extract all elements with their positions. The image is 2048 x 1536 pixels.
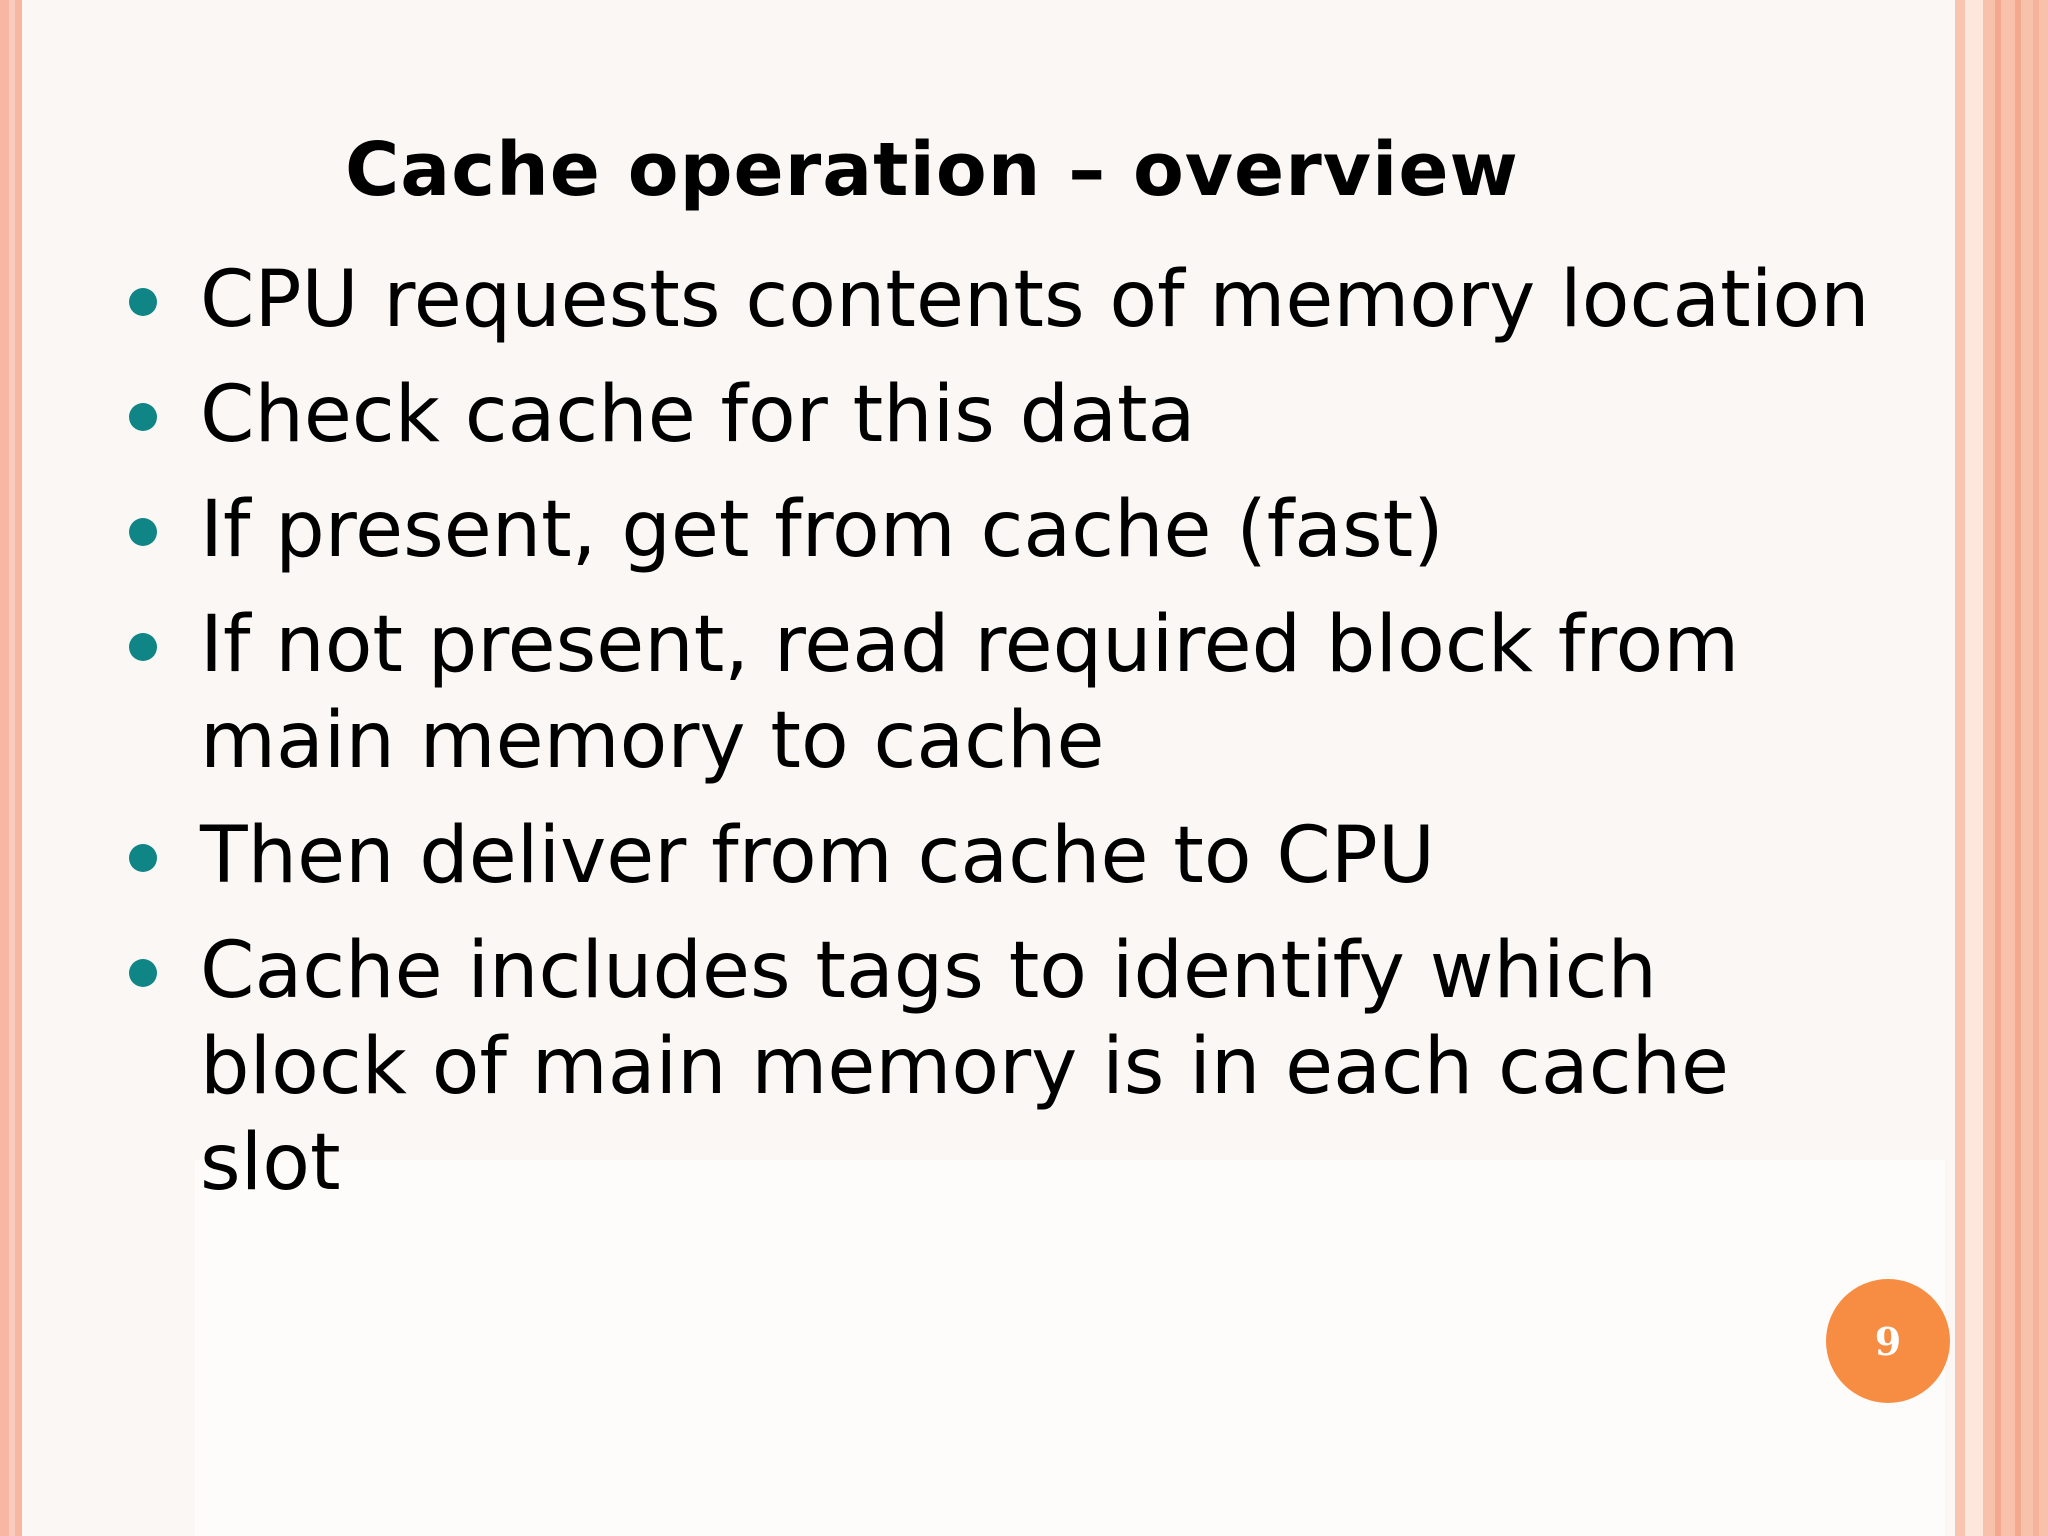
bullet-text: Cache includes tags to identify which bl… bbox=[200, 926, 1729, 1208]
right-border-stripe bbox=[1965, 0, 1983, 1536]
bullet-list: CPU requests contents of memory location… bbox=[125, 252, 1955, 1230]
bullet-item: CPU requests contents of memory location bbox=[125, 252, 1955, 348]
right-border-stripe bbox=[1955, 0, 1965, 1536]
left-border-inner-stripe bbox=[9, 0, 15, 1536]
bullet-text: Then deliver from cache to CPU bbox=[200, 811, 1435, 901]
bullet-text: CPU requests contents of memory location bbox=[200, 255, 1870, 345]
bullet-text: Check cache for this data bbox=[200, 370, 1196, 460]
page-number-badge: 9 bbox=[1826, 1279, 1950, 1403]
page-number: 9 bbox=[1874, 1318, 1902, 1364]
bullet-dot-icon bbox=[129, 844, 157, 872]
bullet-dot-icon bbox=[129, 959, 157, 987]
bullet-item: If not present, read required block from… bbox=[125, 597, 1955, 789]
content-panel bbox=[195, 1160, 1945, 1536]
bullet-dot-icon bbox=[129, 288, 157, 316]
bullet-dot-icon bbox=[129, 518, 157, 546]
bullet-dot-icon bbox=[129, 403, 157, 431]
bullet-item: Cache includes tags to identify which bl… bbox=[125, 923, 1955, 1211]
bullet-text: If not present, read required block from… bbox=[200, 600, 1740, 786]
right-border-stripe bbox=[2033, 0, 2039, 1536]
bullet-item: Check cache for this data bbox=[125, 367, 1955, 463]
bullet-item: If present, get from cache (fast) bbox=[125, 482, 1955, 578]
bullet-item: Then deliver from cache to CPU bbox=[125, 808, 1955, 904]
slide-title: Cache operation – overview bbox=[345, 127, 1519, 213]
bullet-dot-icon bbox=[129, 633, 157, 661]
right-border-stripe bbox=[2015, 0, 2021, 1536]
bullet-text: If present, get from cache (fast) bbox=[200, 485, 1444, 575]
right-border-stripe bbox=[1995, 0, 2001, 1536]
